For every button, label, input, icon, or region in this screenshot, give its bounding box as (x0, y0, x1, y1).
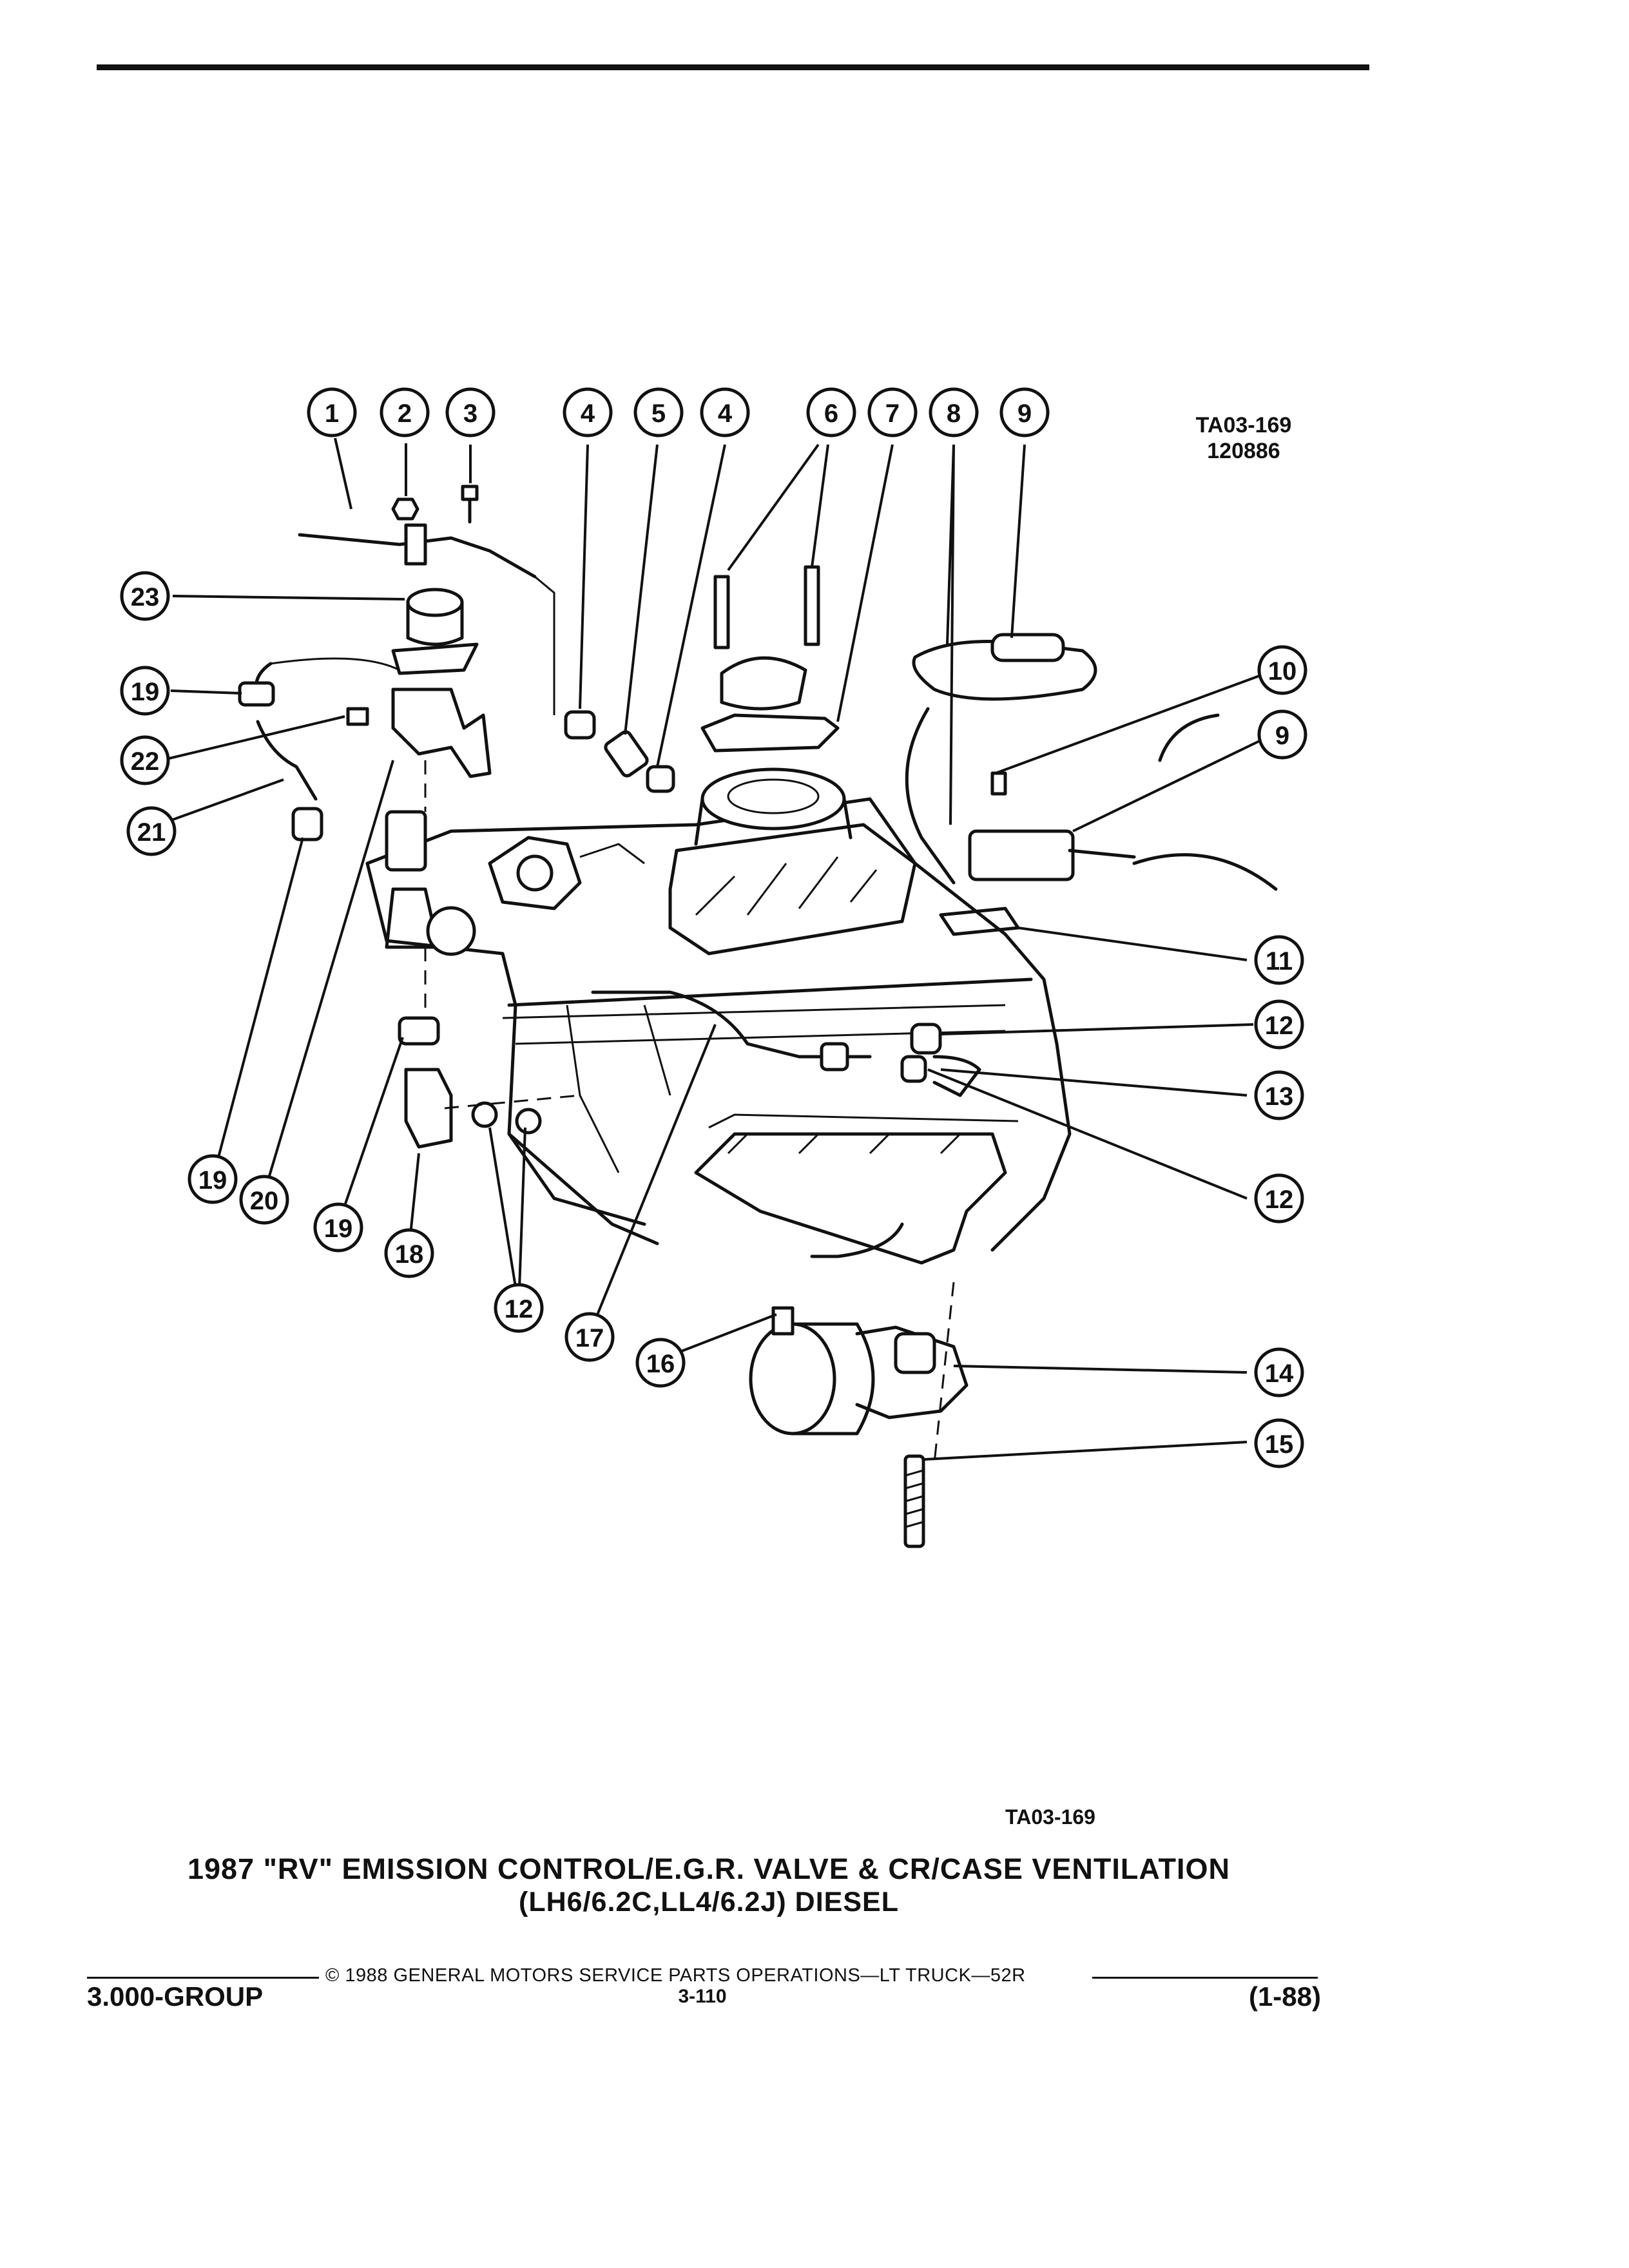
vacuum-canister (749, 1322, 836, 1436)
callout-1: 1 (307, 387, 357, 437)
callout-20: 20 (239, 1175, 289, 1225)
callout-19: 19 (188, 1154, 238, 1204)
callout-label: 12 (505, 1295, 534, 1323)
callout-label: 6 (824, 399, 838, 428)
diagram-title-line1: 1987 "RV" EMISSION CONTROL/E.G.R. VALVE … (187, 1852, 1231, 1885)
ref-code: TA03-169 (1195, 413, 1292, 437)
callout-15: 15 (1254, 1418, 1304, 1468)
callout-label: 10 (1268, 657, 1297, 686)
callout-9: 9 (1257, 709, 1307, 760)
callout-label: 8 (947, 399, 961, 428)
page-number: 3-110 (678, 1986, 727, 2007)
mounting-bracket (391, 687, 492, 778)
vent-tube (298, 533, 537, 579)
callout-label: 19 (324, 1215, 353, 1243)
revision-date: (1-88) (1248, 1981, 1321, 2012)
callout-11: 11 (1254, 935, 1304, 985)
callout-4: 4 (563, 387, 613, 437)
footer-rule-left (87, 1977, 319, 1979)
callout-12: 12 (494, 1283, 544, 1333)
callout-label: 23 (131, 583, 160, 611)
callout-label: 5 (651, 399, 666, 428)
diagram-title-line2: (LH6/6.2C,LL4/6.2J) DIESEL (519, 1887, 899, 1917)
callout-4: 4 (700, 387, 750, 437)
callout-label: 9 (1275, 722, 1289, 750)
engine-block (365, 767, 1072, 1265)
callout-label: 22 (131, 747, 160, 776)
callout-label: 4 (581, 399, 595, 428)
callout-label: 18 (395, 1240, 424, 1269)
callout-21: 21 (126, 806, 177, 856)
callout-10: 10 (1257, 645, 1307, 695)
callout-5: 5 (633, 387, 684, 437)
group-code: 3.000-GROUP (87, 1981, 264, 2012)
tube-clip (404, 523, 427, 566)
callout-label: 9 (1017, 399, 1032, 428)
callout-label: 14 (1265, 1360, 1294, 1388)
callout-label: 19 (198, 1166, 227, 1195)
egr-valve (720, 656, 807, 711)
callout-label: 16 (646, 1350, 675, 1378)
callout-19: 19 (120, 666, 170, 716)
breather-cap (406, 588, 464, 617)
callout-9: 9 (999, 387, 1050, 437)
coupling (564, 710, 596, 740)
nut (391, 497, 419, 521)
footer-rule-right (1092, 1977, 1318, 1979)
callout-label: 2 (398, 399, 412, 428)
callout-22: 22 (120, 735, 170, 785)
callout-label: 20 (250, 1187, 279, 1215)
callout-label: 13 (1265, 1082, 1294, 1111)
callout-23: 23 (120, 571, 170, 621)
callout-18: 18 (384, 1228, 434, 1278)
leader-lines (160, 437, 1267, 1461)
callout-14: 14 (1254, 1347, 1304, 1398)
callout-label: 17 (575, 1324, 604, 1352)
callout-16: 16 (635, 1338, 686, 1388)
solenoid (968, 829, 1075, 881)
reference-code-caption: TA03-169 (1005, 1805, 1095, 1829)
callout-label: 11 (1266, 947, 1293, 975)
callout-label: 21 (137, 818, 166, 847)
callout-label: 3 (463, 399, 477, 428)
ref-number: 120886 (1207, 439, 1280, 463)
callout-17: 17 (564, 1312, 615, 1362)
callout-label: 19 (131, 678, 160, 706)
reference-code-top: TA03-169 120886 (1179, 412, 1308, 464)
callout-12: 12 (1254, 1173, 1304, 1224)
copyright-text: © 1988 GENERAL MOTORS SERVICE PARTS OPER… (325, 1965, 1026, 1986)
callout-8: 8 (929, 387, 979, 437)
callout-label: 7 (885, 399, 900, 428)
callout-label: 15 (1265, 1430, 1294, 1459)
callout-2: 2 (380, 387, 430, 437)
callout-6: 6 (806, 387, 856, 437)
callout-12: 12 (1254, 999, 1304, 1050)
callout-3: 3 (445, 387, 496, 437)
top-rule (97, 64, 1369, 70)
bolt (461, 485, 479, 501)
callout-7: 7 (867, 387, 918, 437)
callout-13: 13 (1254, 1070, 1304, 1120)
callout-19: 19 (313, 1202, 363, 1253)
callout-label: 12 (1265, 1012, 1294, 1040)
callout-label: 4 (718, 399, 733, 428)
callout-label: 12 (1265, 1186, 1294, 1214)
callout-label: 1 (325, 399, 339, 428)
